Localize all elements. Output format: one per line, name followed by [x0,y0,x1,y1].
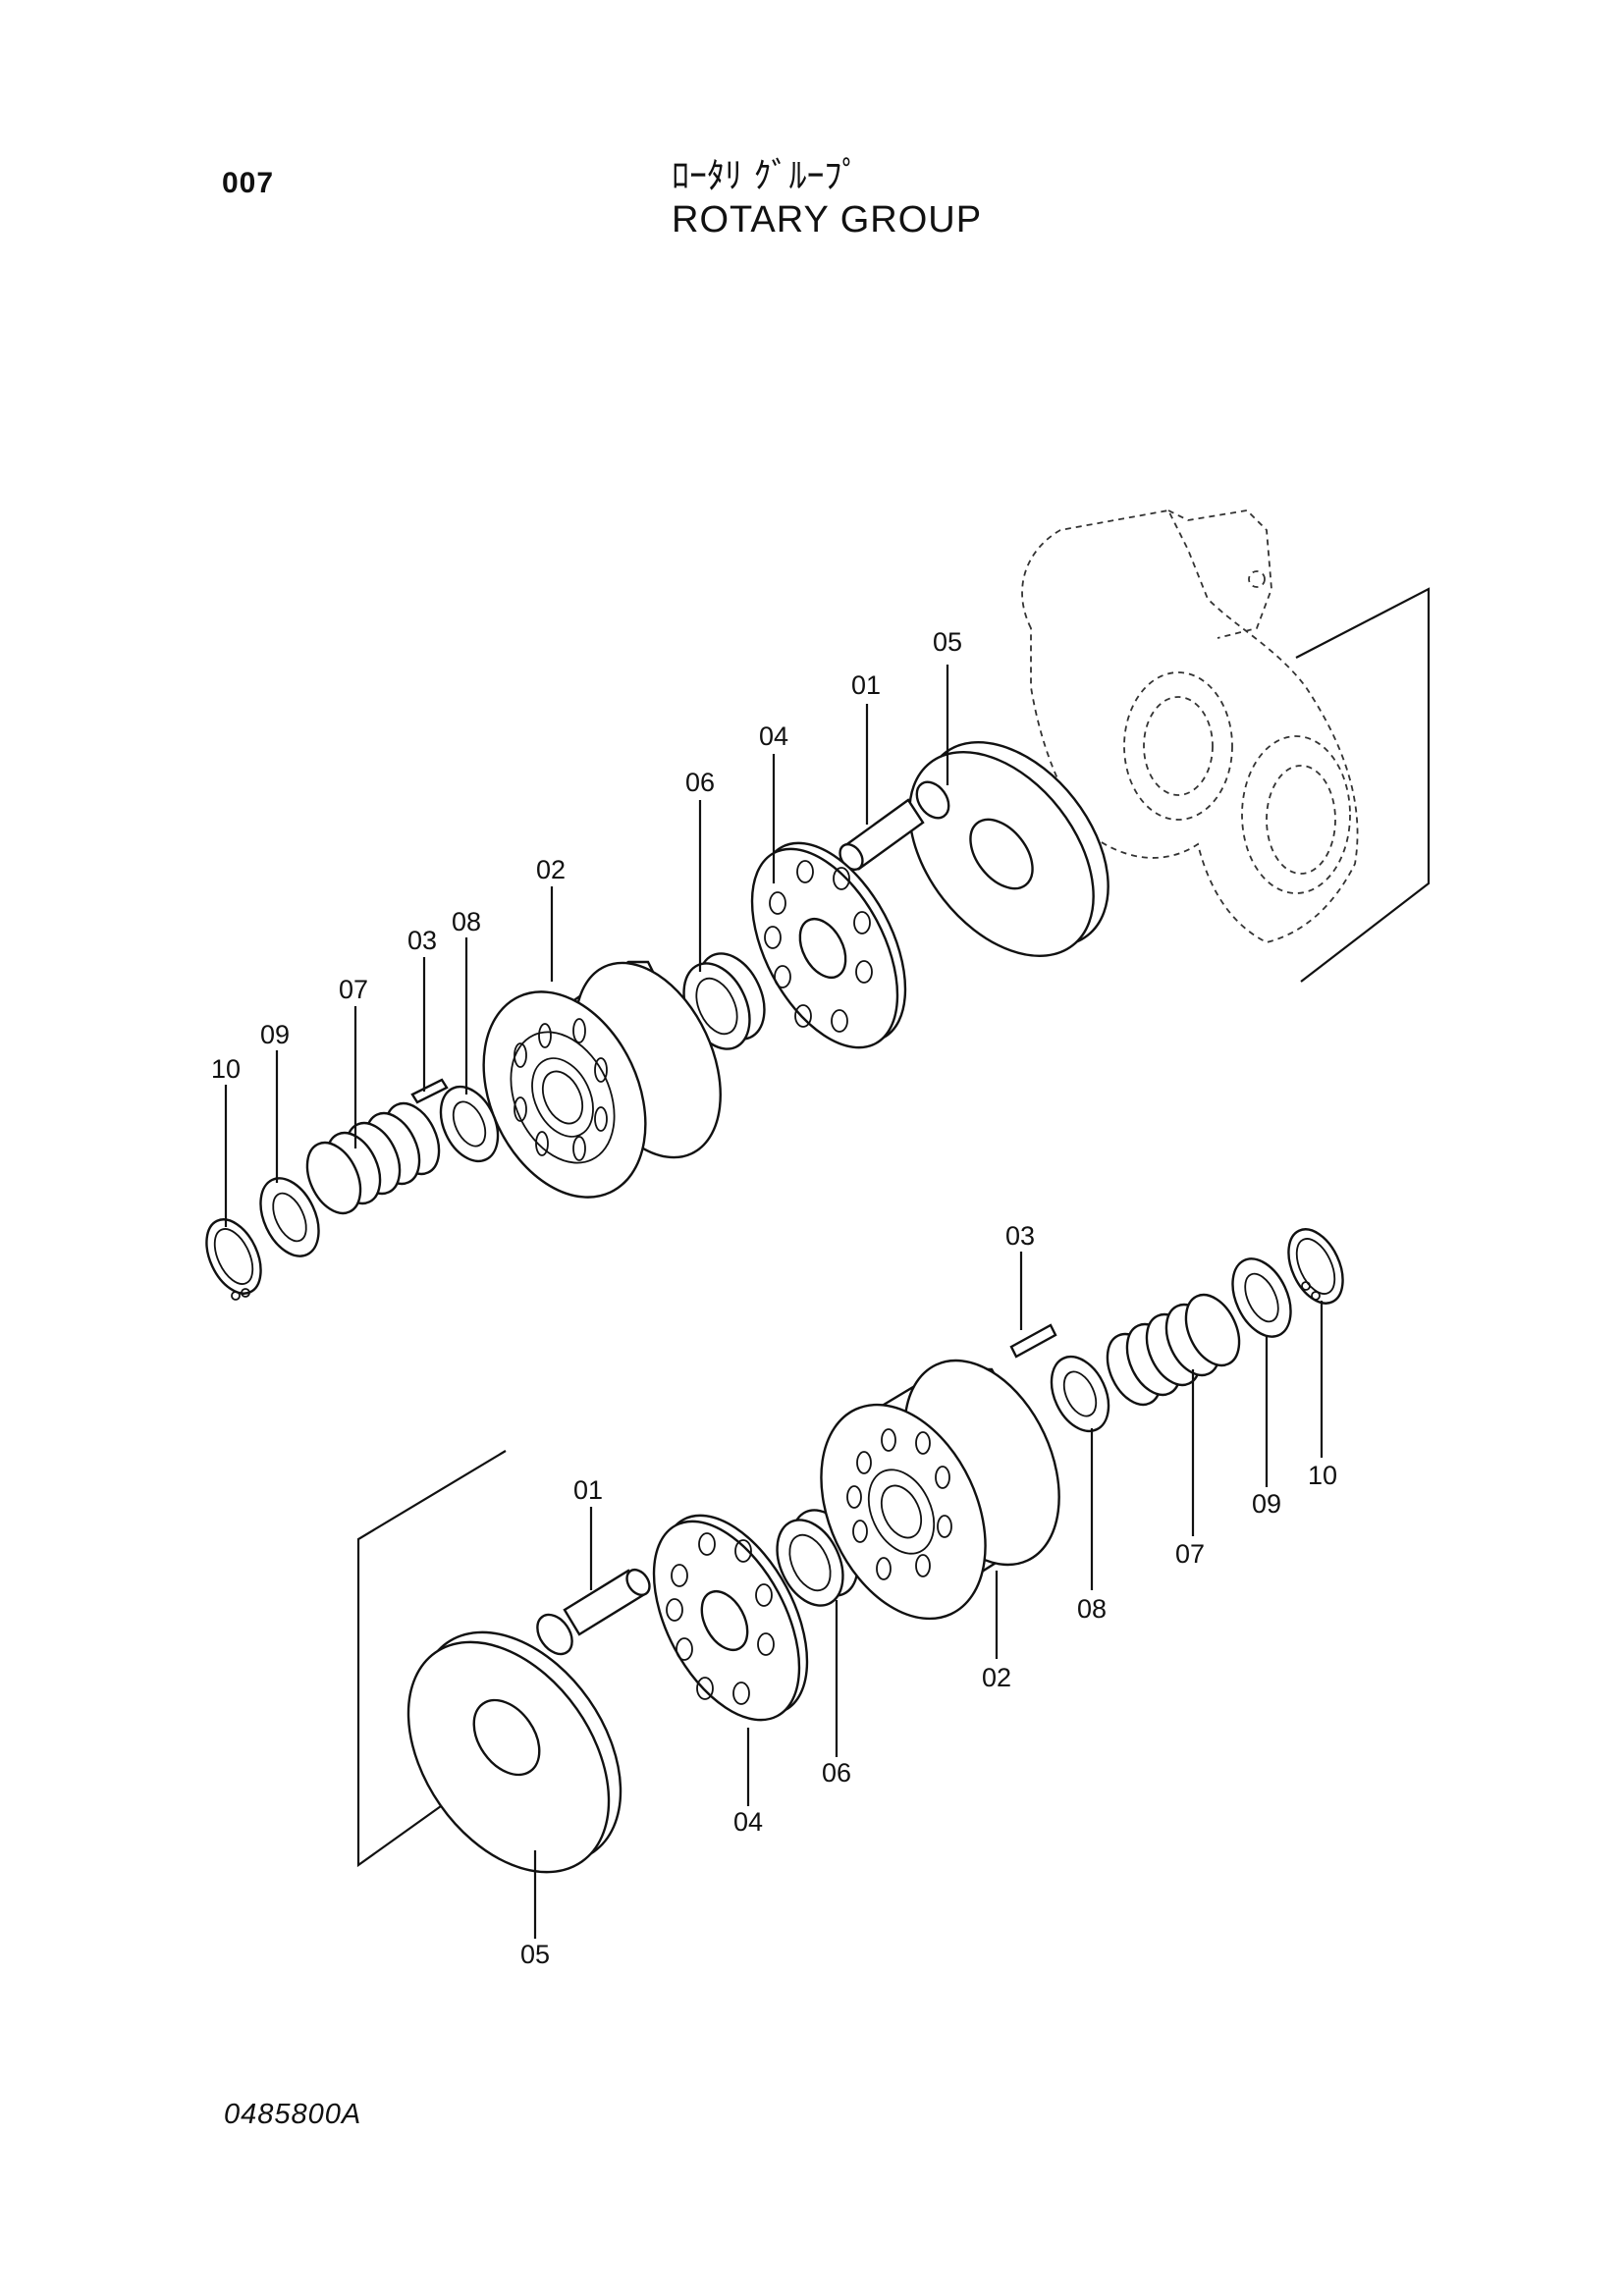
upper-assembly [205,508,1431,1301]
upper-part-04-retainer-plate [750,841,907,1049]
lower-part-07-springs [1106,1293,1241,1407]
upper-callout-10: 10 [211,1054,241,1084]
title-english: ROTARY GROUP [672,199,983,240]
upper-part-03-key [410,1078,449,1104]
lower-callouts: 01 02 03 04 05 06 07 08 09 10 [520,1221,1337,1969]
lower-callout-09: 09 [1252,1489,1281,1519]
upper-callout-05: 05 [933,627,962,657]
lower-assembly [356,1228,1344,1939]
lower-bracket-line [356,1450,507,1868]
lower-callout-06: 06 [822,1758,851,1788]
lower-part-10-snap-ring [1287,1228,1344,1305]
lower-callout-01: 01 [573,1475,603,1505]
upper-callout-09: 09 [260,1020,290,1049]
page-number: 007 [222,167,275,199]
lower-callout-02: 02 [982,1663,1011,1692]
lower-callout-07: 07 [1175,1539,1205,1569]
title-japanese: ﾛｰﾀﾘ ｸﾞﾙｰﾌﾟ [672,156,860,196]
upper-part-02-cylinder-block [482,960,722,1199]
lower-part-03-key [1009,1323,1057,1359]
upper-part-08-washer [439,1085,500,1163]
upper-part-05-plate [908,740,1109,958]
lower-callout-03: 03 [1005,1221,1035,1251]
drawing-number: 0485800A [224,2099,362,2130]
lower-part-08-washer [1050,1355,1110,1433]
upper-callout-08: 08 [452,907,481,936]
lower-part-09-washer [1231,1257,1292,1338]
upper-callout-06: 06 [685,768,715,797]
upper-callout-03: 03 [407,926,437,955]
upper-callout-04: 04 [759,721,788,751]
upper-part-09-washer [259,1177,320,1257]
upper-leader-lines [224,665,949,1227]
upper-bracket-line [1295,587,1431,983]
upper-callout-07: 07 [339,975,368,1004]
lower-callout-08: 08 [1077,1594,1107,1624]
lower-part-04-retainer-plate [652,1514,809,1722]
lower-part-02-cylinder-block [820,1359,1060,1621]
lower-leader-lines [533,1252,1324,1939]
upper-part-01-pin [839,780,950,872]
lower-callout-10: 10 [1308,1461,1337,1490]
lower-callout-05: 05 [520,1940,550,1969]
lower-callout-04: 04 [733,1807,763,1837]
lower-part-05-plate [406,1630,622,1874]
upper-part-07-springs [305,1101,441,1215]
upper-callouts: 01 02 03 04 05 06 07 08 09 10 [211,627,962,1084]
upper-part-10-snap-ring [205,1218,262,1301]
lower-part-01-pin [536,1568,651,1656]
upper-callout-01: 01 [851,670,881,700]
upper-callout-02: 02 [536,855,566,884]
